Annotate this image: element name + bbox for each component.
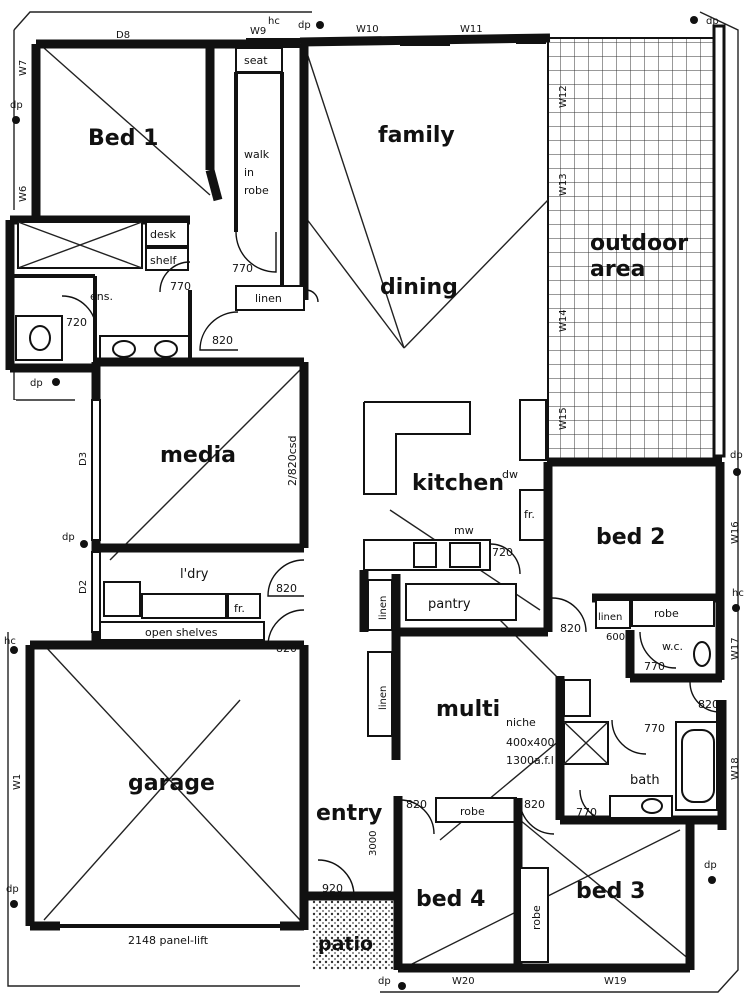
room-label-bed2: bed 2	[596, 525, 665, 550]
eaves-outline	[7, 11, 739, 993]
room-label-kitchen: kitchen	[412, 471, 504, 496]
linen-hall-label-2: linen	[378, 686, 389, 710]
fridge-kitchen-label: fr.	[524, 508, 535, 521]
window-label: W16	[730, 521, 741, 544]
cavity-sliding-door-label: 2/820csd	[286, 436, 299, 486]
robe-bed3-label: robe	[530, 905, 543, 930]
door-width-label: 720	[492, 546, 513, 559]
door-width-labels: 770 770 720 820 820 820 720 820 770 820 …	[66, 262, 719, 895]
room-label-garage: garage	[128, 771, 215, 796]
window-label: D3	[78, 452, 89, 466]
room-label-pantry: pantry	[428, 597, 471, 612]
window-label: W1	[12, 774, 23, 790]
door-width-label: 820	[276, 582, 297, 595]
linen-bed2-label: linen	[598, 612, 622, 623]
downpipe-label: dp	[730, 450, 743, 461]
garage-door-label: 2148 panel-lift	[128, 934, 209, 947]
window-label: W15	[558, 407, 569, 430]
door-width-label: 820	[524, 798, 545, 811]
downpipe-label: dp	[704, 860, 717, 871]
entry-door-width-label: 3000	[368, 831, 379, 856]
walk-in-robe-label-3: robe	[244, 184, 269, 197]
room-label-entry: entry	[316, 801, 382, 826]
room-label-laundry: l'dry	[180, 567, 209, 582]
open-shelves-label: open shelves	[145, 626, 218, 639]
window-label: W9	[250, 26, 266, 37]
door-width-label: 770	[170, 280, 191, 293]
window-label: D2	[78, 580, 89, 594]
hose-cock-label: hc	[732, 588, 744, 599]
window-label: W18	[730, 757, 741, 780]
room-label-bed3: bed 3	[576, 879, 645, 904]
robe-bed4-label: robe	[460, 805, 485, 818]
door-width-label: 770	[576, 806, 597, 819]
drain-markers	[10, 16, 741, 990]
linen-label-top: linen	[255, 292, 282, 305]
window-label: W13	[558, 173, 569, 196]
niche-label-3: 1300a.f.l	[506, 754, 554, 767]
room-label-patio: patio	[318, 933, 373, 955]
room-label-bed4: bed 4	[416, 887, 485, 912]
microwave-label: mw	[454, 524, 474, 537]
window-label: W20	[452, 976, 475, 987]
downpipe-label: dp	[10, 100, 23, 111]
downpipe-label: dp	[30, 378, 43, 389]
robe-bed2-label: robe	[654, 607, 679, 620]
desk-label: desk	[150, 228, 176, 241]
room-label-multi: multi	[436, 697, 500, 722]
door-width-label: 770	[232, 262, 253, 275]
room-label-wc: w.c.	[662, 640, 683, 653]
shelf-label: shelf	[150, 254, 178, 267]
window-label: D8	[116, 30, 130, 41]
room-label-area: area	[590, 257, 645, 282]
walk-in-robe-label-2: in	[244, 166, 254, 179]
window-label: W14	[558, 309, 569, 332]
room-label-bed1: Bed 1	[88, 126, 158, 151]
room-label-ensuite: ens.	[90, 290, 113, 303]
marker-labels: dp hc dp dp dp dp dp hc hc dp dp dp	[4, 16, 744, 987]
window-label: W17	[730, 637, 741, 660]
seat-label: seat	[244, 54, 268, 67]
door-width-label: 820	[406, 798, 427, 811]
door-swings	[61, 231, 721, 897]
niche-label-1: niche	[506, 716, 536, 729]
room-label-family: family	[378, 123, 455, 148]
downpipe-label: dp	[62, 532, 75, 543]
room-label-dining: dining	[380, 275, 458, 300]
window-label: W6	[18, 186, 29, 202]
door-width-label: 820	[212, 334, 233, 347]
door-width-label: 770	[644, 722, 665, 735]
walls	[5, 33, 727, 973]
room-label-media: media	[160, 443, 236, 468]
downpipe-label: dp	[378, 976, 391, 987]
window-labels: D8 W9 W10 W11 W12 W13 W14 W15 W16 W17 W1…	[12, 24, 741, 987]
window-label: W7	[18, 60, 29, 76]
patio-paving	[312, 900, 396, 970]
window-label: W19	[604, 976, 627, 987]
room-label-outdoor: outdoor	[590, 231, 688, 256]
door-width-label: 820	[698, 698, 719, 711]
downpipe-label: dp	[6, 884, 19, 895]
window-label: W10	[356, 24, 379, 35]
linen-hall-label-1: linen	[378, 596, 389, 620]
door-width-label: 920	[322, 882, 343, 895]
linen-door-width-label: 600	[606, 632, 625, 643]
dishwasher-label: dw	[502, 468, 518, 481]
downpipe-label: dp	[298, 20, 311, 31]
window-markers	[8, 24, 726, 810]
downpipe-label: dp	[706, 16, 719, 27]
hose-cock-label: hc	[4, 636, 16, 647]
fridge-laundry-label: fr.	[234, 602, 245, 615]
door-width-label: 820	[560, 622, 581, 635]
door-width-label: 770	[644, 660, 665, 673]
hose-cock-label: hc	[268, 16, 280, 27]
door-width-label: 820	[276, 642, 297, 655]
walk-in-robe-label-1: walk	[244, 148, 270, 161]
window-label: W12	[558, 85, 569, 108]
niche-label-2: 400x400	[506, 736, 555, 749]
room-label-bath: bath	[630, 773, 660, 788]
window-label: W11	[460, 24, 483, 35]
door-width-label: 720	[66, 316, 87, 329]
